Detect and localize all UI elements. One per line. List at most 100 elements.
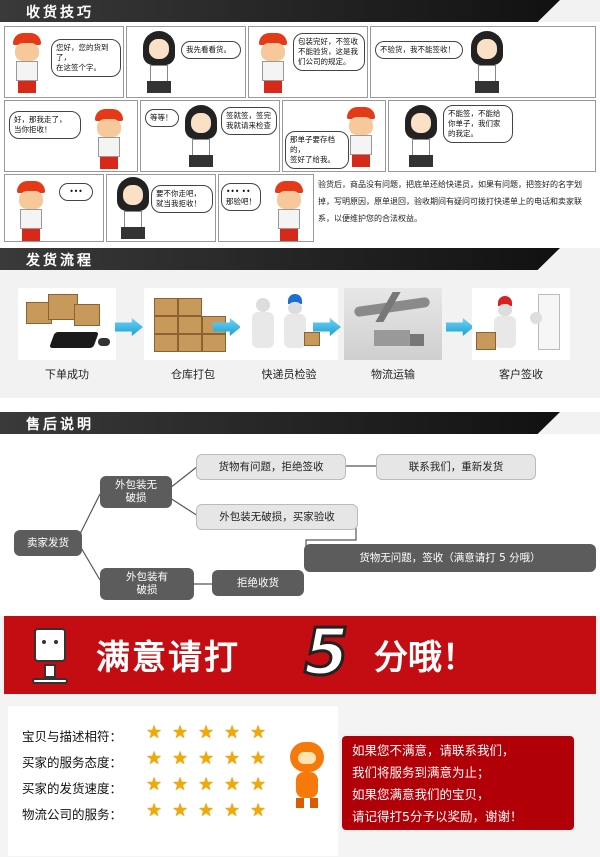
courier-character (253, 31, 293, 93)
star-icon: ★ (198, 800, 215, 821)
star-icon: ★ (224, 748, 241, 769)
process-step-inspect: 快递员检验 (240, 288, 338, 382)
rating-rows: 宝贝与描述相符： 买家的服务态度： 买家的发货速度： 物流公司的服务： ★★★★… (8, 706, 338, 856)
star-icon: ★ (146, 748, 163, 769)
speech-bubble: ••• (59, 183, 93, 201)
rating-label: 买家的发货速度： (22, 781, 123, 796)
comic-panel: 我先看看货。 (126, 26, 246, 98)
section-header-receipt-tips: 收货技巧 (0, 0, 600, 22)
star-icon: ★ (198, 748, 215, 769)
satisfaction-notice: 如果您不满意，请联系我们， 我们将服务到满意为止； 如果您满意我们的宝贝， 请记… (340, 734, 576, 832)
step-label: 下单成功 (45, 368, 89, 381)
comic-panel: 要不你走吧， 就当我拒收！ (106, 174, 216, 242)
step-label: 快递员检验 (261, 368, 317, 381)
step-label: 客户签收 (499, 368, 543, 381)
section-header-shipping: 发货流程 (0, 248, 600, 270)
laptop-boxes-image (18, 288, 116, 360)
shipping-process: 下单成功 仓库打包 快递员检验 (0, 270, 600, 398)
comic-panel: 不能签，不能给 你单子，我们家 的我定。 (388, 100, 596, 172)
delivery-signoff-image (472, 288, 570, 360)
star-icon: ★ (198, 774, 215, 795)
flow-node-package-damaged: 外包装有 破损 (100, 568, 194, 600)
comic-panel: ••• •• 那验吧！ (218, 174, 314, 242)
courier-character (269, 179, 309, 241)
star-icon: ★ (250, 774, 267, 795)
box-mascot-icon (24, 628, 84, 690)
customer-character (139, 31, 179, 95)
star-icon: ★ (250, 722, 267, 743)
right-arrow-icon (213, 318, 241, 336)
section-title: 收货技巧 (26, 5, 94, 21)
process-step-order: 下单成功 (18, 288, 116, 382)
star-icon: ★ (146, 722, 163, 743)
star-icon: ★ (172, 722, 189, 743)
speech-bubble: 我先看看货。 (181, 41, 241, 59)
speech-bubble: 签就签，签完 我就请来检查 (221, 107, 277, 135)
flow-node-contact-us: 联系我们，重新发货 (376, 454, 536, 480)
speech-bubble: 不能签，不能给 你单子，我们家 的我定。 (443, 105, 513, 143)
right-arrow-icon (115, 318, 143, 336)
speech-bubble: 要不你走吧， 就当我拒收！ (151, 185, 213, 213)
flow-node-seller-ships: 卖家发货 (14, 530, 82, 556)
notice-line: 如果您满意我们的宝贝， (352, 787, 490, 802)
speech-bubble: ••• •• 那验吧！ (221, 183, 261, 211)
flow-node-sign-ok: 货物无问题，签收（满意请打 5 分哦） (304, 544, 596, 572)
customer-character (401, 105, 441, 169)
courier-character (341, 105, 381, 167)
speech-bubble: 包装完好，不签收 不能验货，这是我 们公司的规定。 (293, 33, 365, 71)
section-title: 售后说明 (26, 417, 94, 433)
star-icon: ★ (172, 800, 189, 821)
rating-section: 满意请打 5 分哦！ 宝贝与描述相符： 买家的服务态度： 买家的发货速度： 物流… (0, 615, 600, 857)
notice-line: 如果您不满意，请联系我们， (352, 743, 515, 758)
step-label: 仓库打包 (171, 368, 215, 381)
courier-character (11, 179, 51, 241)
comic-panel: 您好，您的货到了， 在这签个字。 (4, 26, 124, 98)
comic-strip: 您好，您的货到了， 在这签个字。 我先看看货。 包装完好，不签收 不能验货，这是… (0, 22, 600, 244)
right-arrow-icon (313, 318, 341, 336)
speech-bubble: 好，那我走了， 当你拒收！ (9, 111, 81, 139)
notice-line: 请记得打5分予以奖励，谢谢！ (352, 809, 523, 824)
courier-character (89, 107, 129, 169)
star-icon: ★ (172, 748, 189, 769)
star-icon: ★ (224, 800, 241, 821)
speech-bubble: 那单子要存档的， 签好了给我。 (285, 131, 349, 169)
star-icon: ★ (146, 774, 163, 795)
banner-text-suffix: 分哦！ (374, 638, 476, 678)
notice-line: 我们将服务到满意为止； (352, 765, 490, 780)
comic-panel: 包装完好，不签收 不能验货，这是我 们公司的规定。 (248, 26, 368, 98)
speech-bubble: 您好，您的货到了， 在这签个字。 (51, 39, 121, 77)
star-icon: ★ (224, 722, 241, 743)
rating-banner: 满意请打 5 分哦！ (4, 615, 596, 694)
section-title: 发货流程 (26, 253, 94, 269)
star-icon: ★ (172, 774, 189, 795)
speech-bubble: 不验货，我不能签收！ (375, 41, 463, 59)
process-step-signoff: 客户签收 (472, 288, 570, 382)
customer-character (113, 177, 153, 241)
speech-bubble: 等等！ (145, 109, 179, 127)
customer-character (467, 31, 507, 95)
comic-panel: ••• (4, 174, 104, 242)
star-icon: ★ (146, 800, 163, 821)
star-icon: ★ (224, 774, 241, 795)
process-step-transport: 物流运输 (344, 288, 442, 382)
process-step-pack: 仓库打包 (144, 288, 242, 382)
receipt-instructions: 验货后，商品没有问题，把底单还给快递员，如果有问题，把签好的名字划掉，写明原因，… (318, 180, 582, 223)
banner-text: 满意请打 (96, 638, 240, 678)
airplane-truck-image (344, 288, 442, 360)
star-icon: ★ (250, 800, 267, 821)
flow-node-goods-problem: 货物有问题，拒绝签收 (196, 454, 346, 480)
star-icon: ★ (250, 748, 267, 769)
rating-label: 买家的服务态度： (22, 755, 123, 770)
step-label: 物流运输 (371, 368, 415, 381)
comic-panel: 不验货，我不能签收！ (370, 26, 596, 98)
courier-character (7, 31, 47, 93)
right-arrow-icon (446, 318, 474, 336)
comic-panel: 等等！ 签就签，签完 我就请来检查 (140, 100, 280, 172)
comic-panel: 好，那我走了， 当你拒收！ (4, 100, 138, 172)
flow-node-package-intact: 外包装无 破损 (100, 476, 172, 508)
star-icon: ★ (198, 722, 215, 743)
flow-node-reject: 拒绝收货 (212, 570, 304, 596)
customer-character (181, 105, 221, 169)
orange-mascot-icon (286, 742, 326, 812)
comic-panel: 那单子要存档的， 签好了给我。 (282, 100, 386, 172)
